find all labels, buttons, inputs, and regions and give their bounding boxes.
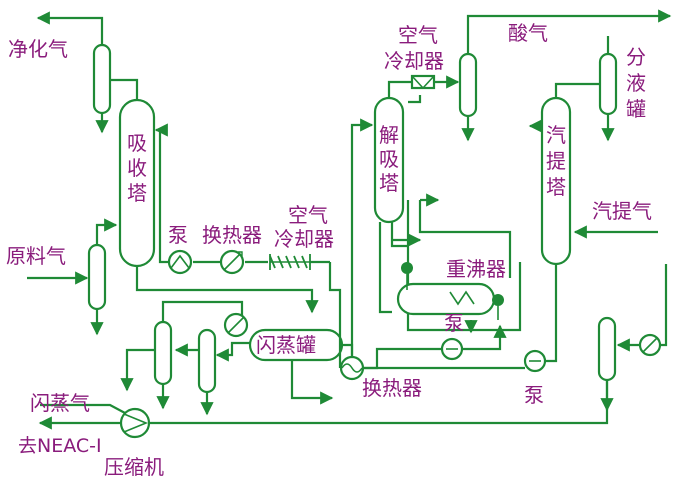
absorber-overhead-line <box>110 78 139 100</box>
lean-from-hx-line <box>328 262 342 368</box>
main-heat-exchanger <box>339 355 365 381</box>
desorber-internal-a <box>390 222 408 248</box>
label-pump-reboiler: 泵 <box>444 311 464 335</box>
air-cooler-top <box>410 74 436 90</box>
reboiler-return-line <box>418 200 512 278</box>
label-heat-exchanger-top: 换热器 <box>202 223 262 247</box>
reflux-line <box>408 95 422 104</box>
rich-to-desorber-line <box>350 118 374 357</box>
acid-gas-outlet-line <box>466 9 672 54</box>
right-heat-exchanger <box>638 333 662 357</box>
label-to-neac: 去NEAC-I <box>18 435 102 457</box>
label-raw-gas: 原料气 <box>6 244 66 268</box>
reboiler-bottom-line <box>440 262 522 332</box>
hx-to-pump-line <box>362 347 442 370</box>
desorber-left-downcomer <box>378 222 392 314</box>
label-air-cooler-top-2: 冷却器 <box>384 49 444 73</box>
desorber-internal-b <box>406 200 440 332</box>
lean-solvent-to-absorber <box>154 123 168 264</box>
right-separator <box>598 52 618 116</box>
label-pump-bottom: 泵 <box>524 383 544 407</box>
label-acid-gas: 酸气 <box>508 21 548 45</box>
right-feed-line <box>660 264 668 347</box>
flash-tank-to-hx-line <box>342 343 354 356</box>
lean-heat-exchanger <box>219 249 245 275</box>
label-separator-2: 液 <box>626 71 646 95</box>
reboiler-pump <box>440 337 464 361</box>
bottom-pump <box>523 349 547 373</box>
lean-pump <box>167 249 193 275</box>
right-bottom-vessel <box>597 316 617 382</box>
label-stripping-gas: 汽提气 <box>592 199 652 223</box>
bottom-pump-to-stripper <box>545 264 558 363</box>
flash-tank-bottom-line <box>290 360 334 405</box>
air-cooler-mid <box>269 254 311 270</box>
compressor <box>119 407 151 439</box>
stripper-overhead-line <box>554 82 600 98</box>
label-separator-3: 罐 <box>626 97 646 121</box>
flash-gas-line <box>40 403 126 414</box>
label-absorber-3: 塔 <box>127 181 147 205</box>
reboiler-valve-left <box>401 262 413 290</box>
label-air-cooler-mid-2: 冷却器 <box>274 227 334 251</box>
reboiler-valve-right <box>492 294 504 320</box>
raw-gas-separator <box>87 243 107 311</box>
label-pump-left: 泵 <box>168 223 188 247</box>
flash-link-line <box>125 348 155 380</box>
label-flash-gas: 闪蒸气 <box>30 391 90 415</box>
desorber-overhead-line <box>387 80 412 98</box>
pump-to-reboiler-line <box>462 324 507 351</box>
flash-top-line <box>161 300 244 322</box>
purified-gas-separator <box>92 43 112 115</box>
label-desorber-2: 吸 <box>379 147 399 171</box>
label-stripper-2: 提 <box>546 149 566 173</box>
label-absorber-2: 收 <box>127 156 147 180</box>
label-compressor: 压缩机 <box>104 455 164 479</box>
label-stripper-1: 汽 <box>546 123 566 147</box>
flash-vessel-2 <box>197 328 217 394</box>
flash-vessel-1 <box>153 320 173 386</box>
label-heat-exchanger-bottom: 换热器 <box>362 376 422 400</box>
reboiler <box>396 282 496 316</box>
flash-tank-to-vessel-2 <box>215 341 250 362</box>
label-stripper-3: 塔 <box>546 175 566 199</box>
rich-solvent-line <box>135 266 319 314</box>
label-separator-1: 分 <box>626 45 646 69</box>
label-desorber-1: 解 <box>379 123 399 147</box>
label-reboiler: 重沸器 <box>446 257 506 281</box>
label-absorber-1: 吸 <box>127 131 147 155</box>
label-purified-gas: 净化气 <box>8 37 68 61</box>
purified-gas-outlet-line <box>36 11 104 45</box>
label-air-cooler-mid-1: 空气 <box>288 203 328 227</box>
label-flash-tank: 闪蒸罐 <box>256 333 316 357</box>
raw-gas-to-absorber-line <box>95 218 118 245</box>
flash-heat-exchanger <box>223 312 249 338</box>
label-air-cooler-top-1: 空气 <box>398 23 438 47</box>
label-desorber-3: 塔 <box>379 171 399 195</box>
acid-gas-separator <box>458 52 478 118</box>
